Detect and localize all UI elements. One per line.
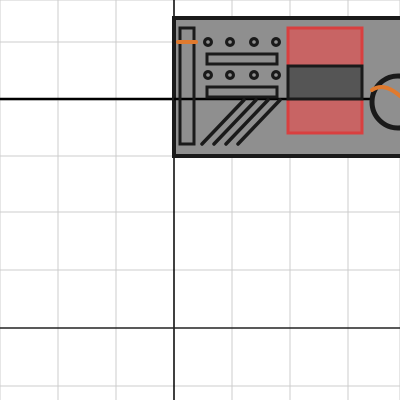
pin-hole (252, 40, 256, 44)
chip-outline-lower[interactable] (205, 85, 279, 99)
pin-hole (206, 73, 210, 77)
pin-hole (228, 73, 232, 77)
pin-hole (274, 40, 278, 44)
circuit-module[interactable] (172, 16, 400, 158)
chip-outline-upper[interactable] (205, 52, 279, 66)
diagonal-trace (236, 98, 282, 146)
pin-hole (252, 73, 256, 77)
diagonal-trace (200, 98, 246, 146)
pin-hole (274, 73, 278, 77)
terminal-strip[interactable] (178, 26, 196, 146)
diagonal-trace (224, 98, 270, 146)
pin-hole (228, 40, 232, 44)
wire-accent-right[interactable] (370, 85, 400, 98)
resistor-center-band (286, 64, 364, 101)
round-connector[interactable] (369, 73, 400, 131)
pin-hole (206, 40, 210, 44)
diagonal-trace (212, 98, 258, 146)
